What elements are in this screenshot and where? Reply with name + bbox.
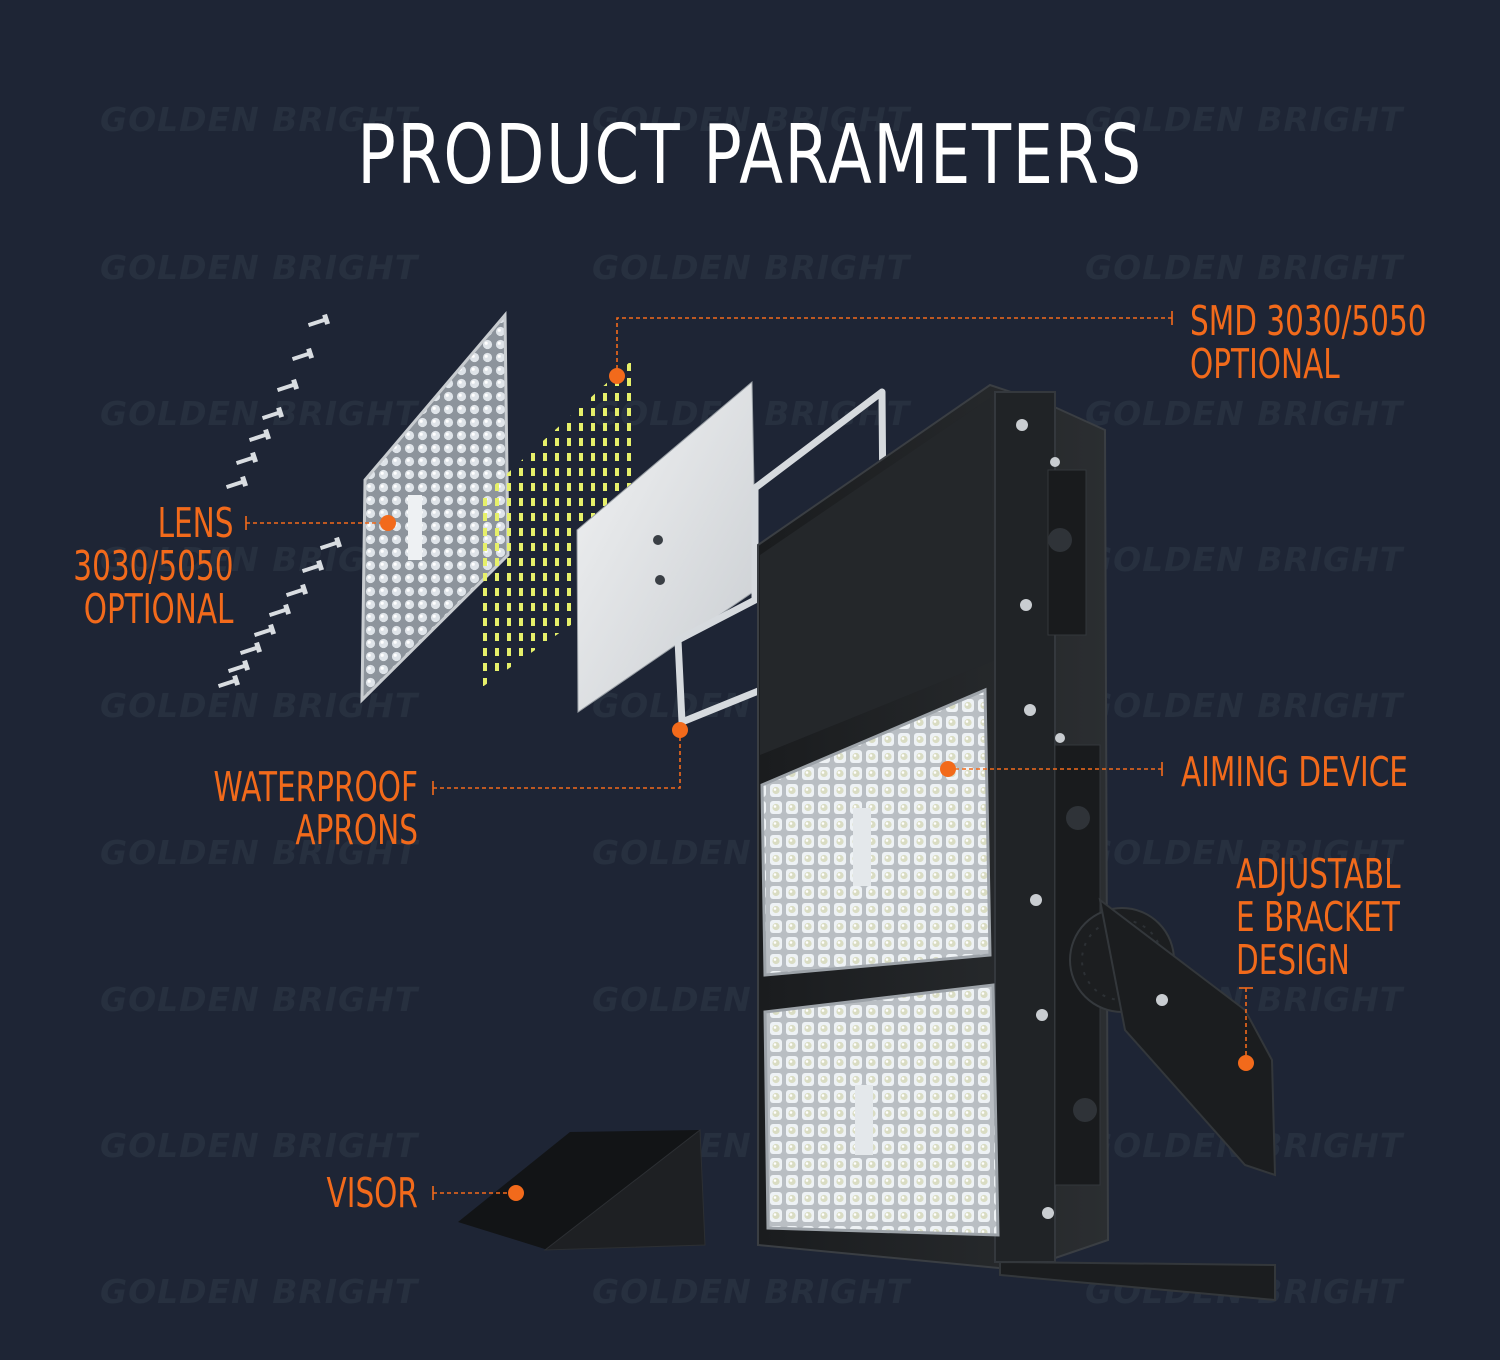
callout-line: VISOR <box>326 1169 418 1217</box>
housing <box>757 383 1110 1272</box>
callout-line: APRONS <box>295 806 418 854</box>
callout-line: OPTIONAL <box>83 585 234 633</box>
watermark: GOLDEN BRIGHT <box>1085 394 1404 433</box>
watermark: GOLDEN BRIGHT <box>592 1272 911 1311</box>
callout-smd: SMD 3030/5050 OPTIONAL <box>1190 300 1427 386</box>
callout-line: SMD 3030/5050 <box>1190 297 1427 345</box>
watermark: GOLDEN BRIGHT <box>100 394 419 433</box>
callout-line: OPTIONAL <box>1190 340 1340 388</box>
callout-line: 3030/5050 <box>72 542 233 590</box>
watermark: GOLDEN BRIGHT <box>100 1272 419 1311</box>
callout-line: AIMING DEVICE <box>1181 748 1408 796</box>
watermark: GOLDEN BRIGHT <box>1085 248 1404 287</box>
watermark: GOLDEN BRIGHT <box>592 248 911 287</box>
visor <box>458 1129 706 1251</box>
watermark: GOLDEN BRIGHT <box>1085 100 1404 139</box>
callout-end-ticks <box>245 311 1253 1200</box>
watermark: GOLDEN BRIGHT <box>1085 833 1404 872</box>
callout-line: DESIGN <box>1236 936 1350 984</box>
watermark: GOLDEN BRIGHT <box>592 100 911 139</box>
callout-line: ADJUSTABL <box>1236 850 1401 898</box>
callout-lens: LENS 3030/5050 OPTIONAL <box>73 502 233 631</box>
adjustable-bracket <box>999 897 1277 1302</box>
callout-line: E BRACKET <box>1236 893 1400 941</box>
watermark: GOLDEN BRIGHT <box>100 833 419 872</box>
watermark: GOLDEN BRIGHT <box>100 248 419 287</box>
watermark: GOLDEN BRIGHT <box>100 1126 419 1165</box>
callout-waterproof: WATERPROOF APRONS <box>214 766 418 852</box>
watermark: GOLDEN BRIGHT <box>1085 540 1404 579</box>
watermark: GOLDEN BRIGHT <box>100 100 419 139</box>
watermark: GOLDEN BRIGHT <box>1085 686 1404 725</box>
callout-visor: VISOR <box>327 1172 418 1215</box>
callout-leaders <box>246 317 1247 1194</box>
callout-aiming-device: AIMING DEVICE <box>1181 751 1408 794</box>
waterproof-apron <box>674 388 888 726</box>
callout-dots <box>380 368 1254 1201</box>
watermark: GOLDEN BRIGHT <box>100 980 419 1019</box>
callout-line: WATERPROOF <box>213 763 418 811</box>
callout-bracket: ADJUSTABL E BRACKET DESIGN <box>1236 853 1401 982</box>
screws-group <box>217 313 343 688</box>
page-title: PRODUCT PARAMETERS <box>357 108 1143 203</box>
callout-line: LENS <box>157 499 233 547</box>
